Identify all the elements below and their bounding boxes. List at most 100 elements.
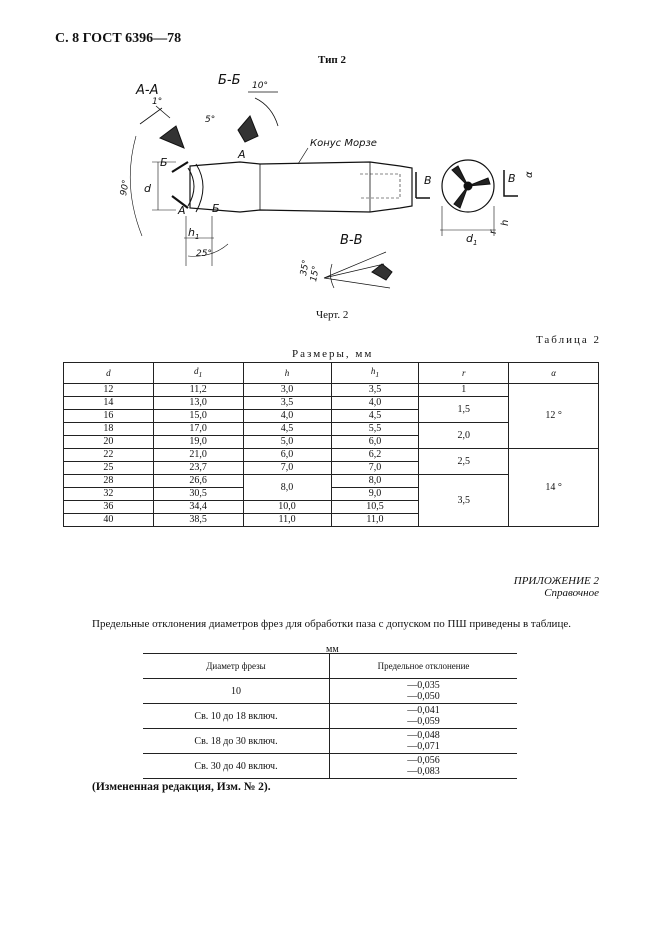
col-d1: d1 — [152, 362, 244, 384]
cell-deviation: —0,048—0,071 — [329, 728, 517, 754]
col-diameter: Диаметр фрезы — [143, 653, 330, 679]
cell: 32 — [63, 487, 154, 501]
cell: 3,5 — [242, 396, 332, 410]
cell: 14 — [63, 396, 154, 410]
table-row: 12 11,2 3,0 3,5 1 12 ° — [63, 383, 599, 449]
cell-r-2-5: 2,5 — [418, 448, 510, 475]
col-deviation: Предельное отклонение — [329, 653, 517, 679]
deviation-upper: —0,056 — [407, 755, 440, 766]
table-row: 20 19,0 5,0 6,0 — [63, 435, 599, 449]
cell: 6,0 — [242, 448, 332, 462]
label-b-bottom: Б — [212, 202, 220, 215]
deviations-table: Диаметр фрезы Предельное отклонение 10 —… — [143, 653, 517, 779]
section-aa-shape — [159, 125, 185, 149]
cell: 38,5 — [152, 513, 244, 527]
col-h1: h1 — [330, 362, 420, 384]
table-header-row: Диаметр фрезы Предельное отклонение — [143, 653, 517, 679]
cell: 6,2 — [330, 448, 420, 462]
label-a-bottom: А — [177, 204, 186, 217]
table-row: Св. 10 до 18 включ. —0,041—0,059 — [143, 703, 517, 729]
table-row: Св. 30 до 40 включ. —0,056—0,083 — [143, 753, 517, 779]
cell: 34,4 — [152, 500, 244, 514]
table-row: 32 30,5 9,0 — [63, 487, 599, 501]
cell-r-1-5: 1,5 — [418, 396, 510, 423]
deviation-lower: —0,050 — [407, 691, 440, 702]
cell: 20 — [63, 435, 154, 449]
cell: 7,0 — [330, 461, 420, 475]
cell: 30,5 — [152, 487, 244, 501]
section-bb-shape — [237, 115, 259, 143]
label-v-right: В — [508, 172, 516, 185]
cell: 9,0 — [330, 487, 420, 501]
revision-note: (Измененная редакция, Изм. № 2). — [92, 781, 271, 793]
table3-unit: мм — [326, 644, 339, 655]
cell: 5,5 — [330, 422, 420, 436]
appendix-subtitle: Справочное — [544, 587, 599, 599]
cell-r-3-5: 3,5 — [418, 474, 510, 527]
deviation-lower: —0,083 — [407, 766, 440, 777]
col-d: d — [63, 362, 154, 384]
cell: 22 — [63, 448, 154, 462]
table-row: 18 17,0 4,5 5,5 2,0 — [63, 422, 599, 449]
angle-35-label: 35° — [299, 259, 312, 276]
label-v-left: В — [424, 174, 432, 187]
col-r: r — [418, 362, 510, 384]
angle-15-label: 15° — [309, 265, 322, 282]
cell: 13,0 — [152, 396, 244, 410]
appendix-title: ПРИЛОЖЕНИЕ 2 — [513, 575, 599, 587]
type-label: Тип 2 — [318, 54, 346, 66]
angle-5-label: 5° — [205, 115, 215, 125]
cell: 11,0 — [242, 513, 332, 527]
table-row: 22 21,0 6,0 6,2 2,5 14 ° — [63, 448, 599, 527]
cell: 17,0 — [152, 422, 244, 436]
cell: 15,0 — [152, 409, 244, 423]
page-header: С. 8 ГОСТ 6396—78 — [55, 31, 182, 46]
cell: 3,0 — [242, 383, 332, 397]
dim-h1-label: h1 — [188, 226, 199, 241]
dim-h-label: h — [500, 220, 511, 226]
angle-25-label: 25° — [196, 249, 212, 259]
label-aa: А-А — [135, 83, 158, 98]
angle-90-label: 90° — [119, 179, 132, 196]
cell: 10,5 — [330, 500, 420, 514]
label-a-top: А — [237, 148, 246, 161]
cell: 28 — [63, 474, 154, 488]
cell: 4,0 — [242, 409, 332, 423]
deviation-upper: —0,048 — [407, 730, 440, 741]
cell-deviation: —0,041—0,059 — [329, 703, 517, 729]
table-row: Св. 18 до 30 включ. —0,048—0,071 — [143, 728, 517, 754]
label-bb: Б-Б — [218, 73, 241, 88]
cell: 4,5 — [330, 409, 420, 423]
cell: 19,0 — [152, 435, 244, 449]
cell: 12 — [63, 383, 154, 397]
cell: 18 — [63, 422, 154, 436]
table-row: 16 15,0 4,0 4,5 — [63, 409, 599, 423]
dim-alpha-label: α — [524, 171, 535, 178]
dim-d-label: d — [144, 182, 152, 195]
end-view-circle — [441, 159, 495, 213]
cell-alpha-12: 12 ° — [508, 383, 599, 449]
cell: 4,5 — [242, 422, 332, 436]
table-row: 40 38,5 11,0 11,0 — [63, 513, 599, 527]
table-row: 25 23,7 7,0 7,0 — [63, 461, 599, 475]
angle-10-label: 10° — [252, 81, 268, 91]
cell-h-8-0: 8,0 — [242, 474, 332, 501]
cutter-body — [189, 161, 413, 213]
deviation-upper: —0,041 — [407, 705, 440, 716]
drawing-caption: Черт. 2 — [316, 309, 349, 321]
cell: 4,0 — [330, 396, 420, 410]
col-h: h — [242, 362, 332, 384]
appendix-heading: ПРИЛОЖЕНИЕ 2 Справочное — [514, 575, 599, 599]
cell: 5,0 — [242, 435, 332, 449]
cell: 23,7 — [152, 461, 244, 475]
cell: 10,0 — [242, 500, 332, 514]
cell: 7,0 — [242, 461, 332, 475]
cell-diameter: Св. 30 до 40 включ. — [143, 753, 330, 779]
cell: 8,0 — [330, 474, 420, 488]
deviation-upper: —0,035 — [407, 680, 440, 691]
cell: 3,5 — [330, 383, 420, 397]
dim-d1-label: d1 — [466, 232, 477, 247]
label-vv: В-В — [340, 233, 363, 248]
morse-cone-label: Конус Морзе — [310, 138, 377, 149]
cell-deviation: —0,056—0,083 — [329, 753, 517, 779]
